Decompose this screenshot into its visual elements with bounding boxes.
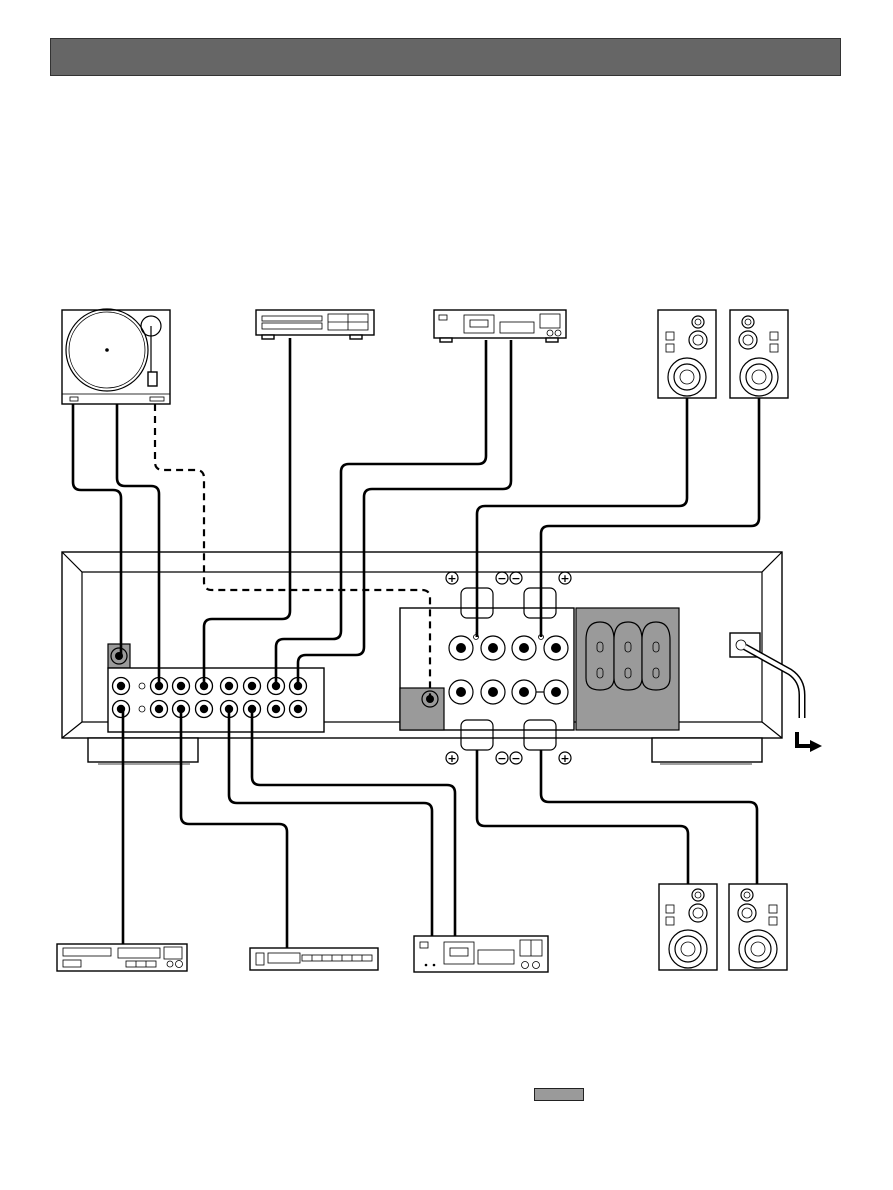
speakers-a-icon <box>657 309 789 399</box>
plus-symbol: + <box>447 572 456 585</box>
plus-symbol: + <box>447 752 456 765</box>
tuner-icon <box>249 947 379 971</box>
rca-jack-center <box>224 681 234 691</box>
minus-symbol: − <box>511 572 520 585</box>
section-header-bar <box>50 38 841 76</box>
rca-jack-center <box>116 681 126 691</box>
polarity-markers-bottom: + − − + <box>445 751 572 765</box>
polarity-markers-top: + − − + <box>445 571 572 585</box>
power-cord-icon <box>743 643 822 752</box>
rca-jack-center <box>293 704 303 714</box>
minus-symbol: − <box>511 752 520 765</box>
turntable-icon <box>61 308 171 405</box>
rca-jack-center <box>154 704 164 714</box>
cd-player-icon <box>255 309 375 340</box>
cassette-deck-top-icon <box>433 309 567 343</box>
cd-recorder-icon <box>56 943 188 972</box>
speakers-b-icon <box>658 883 788 971</box>
rca-jack-center <box>176 681 186 691</box>
minus-symbol: − <box>497 752 506 765</box>
minus-symbol: − <box>497 572 506 585</box>
cables <box>71 338 761 948</box>
rca-jack-center <box>199 704 209 714</box>
amplifier-rear-panel <box>61 551 783 765</box>
page-marker <box>534 1088 584 1101</box>
cassette-deck-bottom-icon <box>413 935 549 973</box>
rca-jack-center <box>247 681 257 691</box>
plus-symbol: + <box>560 752 569 765</box>
plus-symbol: + <box>560 572 569 585</box>
rca-jack-center <box>271 704 281 714</box>
